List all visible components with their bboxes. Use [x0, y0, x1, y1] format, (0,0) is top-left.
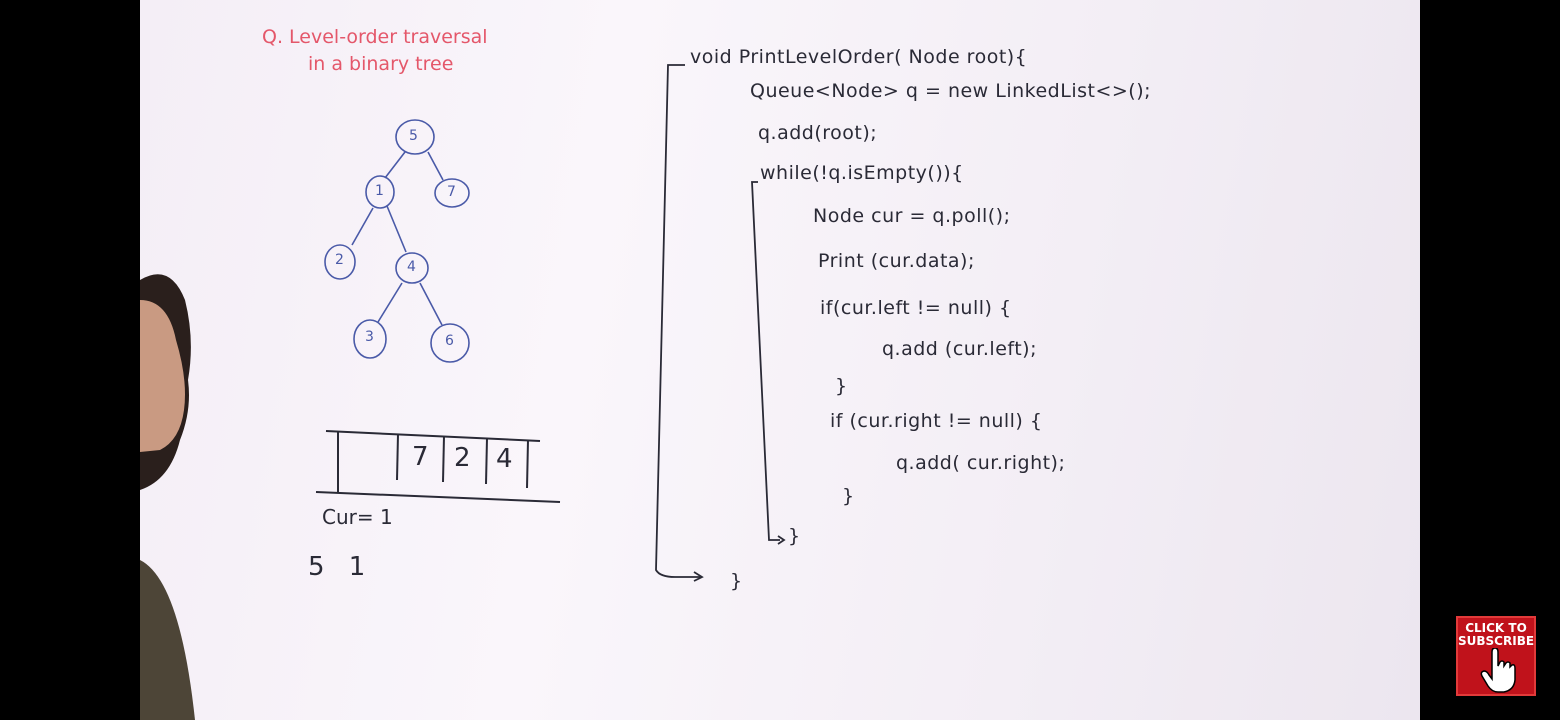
- queue-drawing: [315, 430, 561, 503]
- tree-node-5: 5: [409, 128, 418, 144]
- queue-cell-2: 2: [454, 443, 471, 473]
- code-line-7: if(cur.left != null) {: [820, 297, 1012, 319]
- tree-node-3: 3: [365, 329, 374, 345]
- cur-label: Cur= 1: [322, 505, 393, 529]
- code-line-9: }: [835, 375, 848, 397]
- presenter: [140, 274, 195, 720]
- tree-node-2: 2: [335, 252, 344, 268]
- code-line-2: Queue<Node> q = new LinkedList<>();: [750, 80, 1152, 102]
- code-line-12: }: [842, 485, 855, 507]
- queue-cell-3: 4: [496, 444, 513, 474]
- code-line-6: Print (cur.data);: [818, 250, 975, 272]
- code-line-13: }: [788, 525, 801, 547]
- whiteboard: Q. Level-order traversal in a binary tre…: [140, 0, 1420, 720]
- traversal-output: 5 1: [308, 552, 374, 582]
- code-line-4: while(!q.isEmpty()){: [760, 162, 964, 184]
- tree-node-1: 1: [375, 183, 384, 199]
- hand-pointer-icon: [1480, 647, 1520, 697]
- question-title-line2: in a binary tree: [308, 53, 454, 75]
- subscribe-line2: SUBSCRIBE: [1458, 634, 1535, 648]
- question-title-line1: Q. Level-order traversal: [262, 26, 488, 48]
- subscribe-line1: CLICK TO: [1465, 621, 1527, 635]
- code-line-14: }: [730, 570, 743, 592]
- code-line-1: void PrintLevelOrder( Node root){: [690, 46, 1028, 68]
- tree-node-circles: [324, 119, 470, 363]
- board-drawing: [140, 64, 786, 720]
- tree-node-6: 6: [445, 333, 454, 349]
- code-line-11: q.add( cur.right);: [896, 452, 1066, 474]
- tree-node-4: 4: [407, 259, 416, 275]
- tree-node-7: 7: [447, 184, 456, 200]
- code-brackets: [655, 64, 786, 582]
- code-line-8: q.add (cur.left);: [882, 338, 1037, 360]
- subscribe-button[interactable]: CLICK TO SUBSCRIBE: [1456, 616, 1536, 696]
- code-line-3: q.add(root);: [758, 122, 878, 144]
- code-line-5: Node cur = q.poll();: [813, 205, 1011, 227]
- tree-edges: [351, 151, 444, 326]
- queue-cell-1: 7: [412, 442, 429, 472]
- code-line-10: if (cur.right != null) {: [830, 410, 1043, 432]
